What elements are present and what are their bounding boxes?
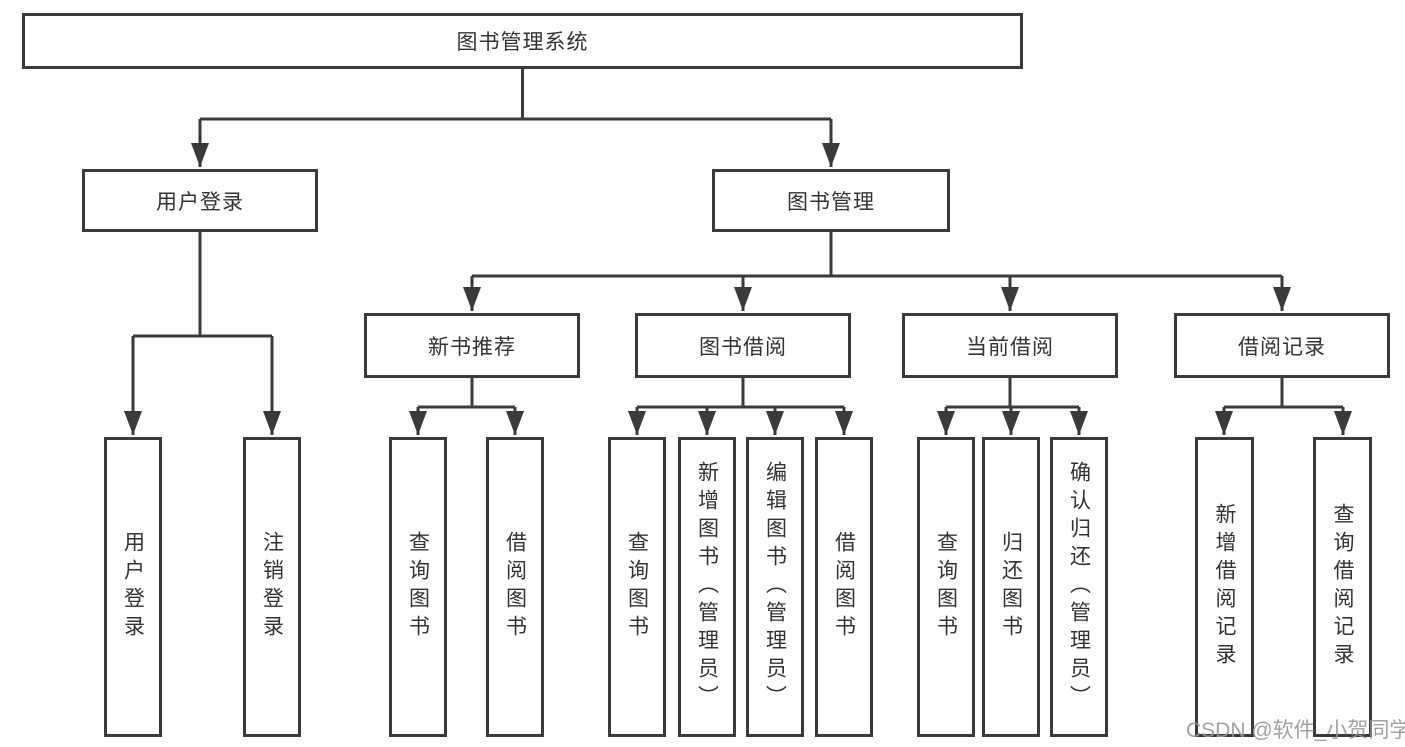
node-cb-return-books: 归还图书 bbox=[982, 437, 1040, 737]
node-cb-confirm-return: 确认归还（管理员） bbox=[1050, 437, 1108, 737]
node-leaf-user-login: 用户登录 bbox=[104, 437, 162, 737]
node-root: 图书管理系统 bbox=[22, 13, 1023, 69]
node-bb-borrow-books: 借阅图书 bbox=[815, 437, 873, 737]
node-bb-edit-books: 编辑图书（管理员） bbox=[746, 437, 804, 737]
node-book-mgmt-branch: 图书管理 bbox=[712, 169, 950, 232]
node-cb-query-books: 查询图书 bbox=[917, 437, 975, 737]
node-user-login-branch: 用户登录 bbox=[82, 169, 318, 232]
node-leaf-logout: 注销登录 bbox=[243, 437, 301, 737]
watermark: CSDN @软件_小贺同学 bbox=[1186, 719, 1405, 742]
node-new-book-rec: 新书推荐 bbox=[364, 313, 580, 378]
node-current-borrow: 当前借阅 bbox=[902, 313, 1118, 378]
node-nbr-query-books: 查询图书 bbox=[389, 437, 447, 737]
node-bb-add-books: 新增图书（管理员） bbox=[678, 437, 736, 737]
node-bb-query-books: 查询图书 bbox=[608, 437, 666, 737]
node-br-query-record: 查询借阅记录 bbox=[1313, 437, 1372, 737]
node-book-borrow: 图书借阅 bbox=[635, 313, 851, 378]
node-nbr-borrow-books: 借阅图书 bbox=[486, 437, 544, 737]
node-borrow-records: 借阅记录 bbox=[1174, 313, 1390, 378]
node-br-add-record: 新增借阅记录 bbox=[1195, 437, 1254, 737]
